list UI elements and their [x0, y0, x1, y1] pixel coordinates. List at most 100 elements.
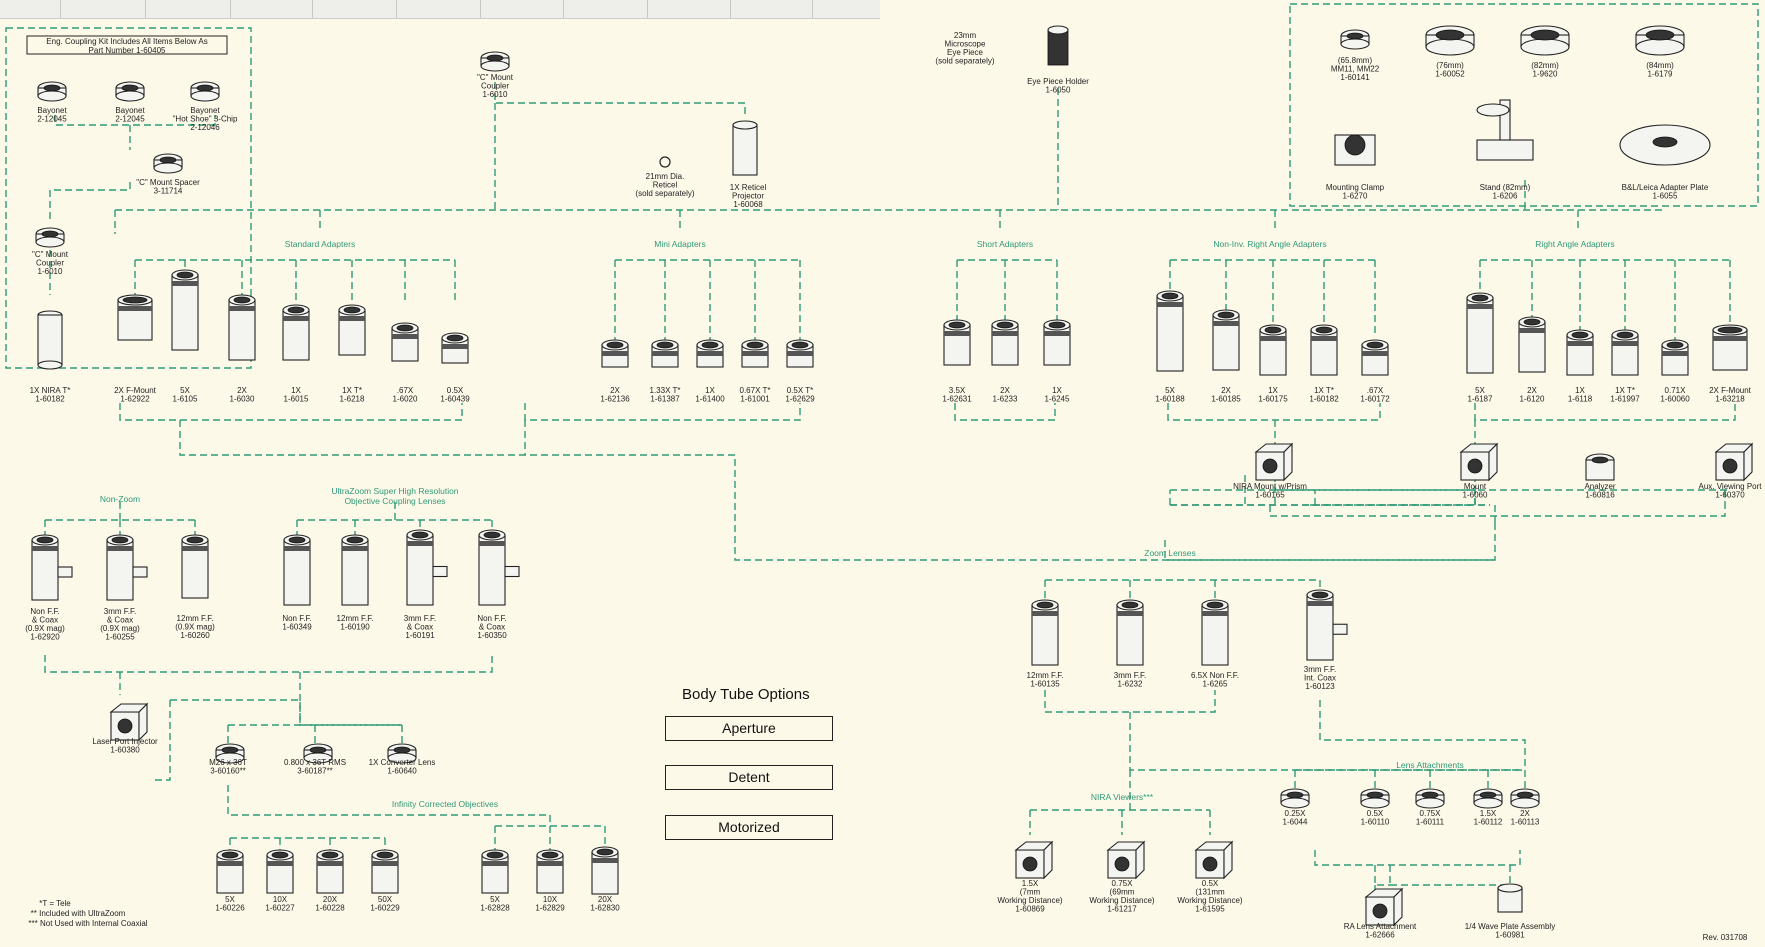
retproj-caption-line: Projector [732, 192, 764, 201]
z4-caption-line: 3mm F.F. [1304, 665, 1336, 674]
sh2-caption-line: 1-6233 [993, 395, 1018, 404]
laser-caption-line: 1-60380 [110, 746, 140, 755]
nz3-caption-line: 1-60260 [180, 631, 210, 640]
nz2-caption-line: 1-60255 [105, 633, 135, 642]
r6-caption-line: 1-63218 [1715, 395, 1745, 404]
analyzer-caption-line: 1-60816 [1585, 491, 1615, 500]
n1-caption-line: 1-60188 [1155, 395, 1185, 404]
v1-caption-line: 1.5X [1022, 879, 1039, 888]
footnote-1: *T = Tele [39, 899, 71, 908]
cmount1-caption-line: Coupler [481, 82, 509, 91]
v2-caption-line: 0.75X [1112, 879, 1134, 888]
aperture-button[interactable]: Aperture [665, 716, 833, 741]
uz1-part-icon [283, 534, 311, 606]
r5-caption-line: 0.71X [1665, 386, 1687, 395]
nz1-caption-line: 1-62920 [30, 633, 60, 642]
la3-caption-line: 0.75X [1420, 809, 1442, 818]
nz3-caption-line: 12mm F.F. [177, 614, 214, 623]
m1-caption-line: MM11, MM22 [1331, 65, 1380, 74]
s2-part-icon [171, 269, 199, 351]
o4-part-icon [371, 849, 399, 894]
rms-caption-line: 0.800 x 36T RMS [284, 758, 346, 767]
group-label-short: Short Adapters [977, 239, 1033, 249]
footnote-2: ** Included with UltraZoom [31, 909, 126, 918]
r2-caption-line: 1-6120 [1520, 395, 1545, 404]
z1-caption-line: 12mm F.F. [1027, 671, 1064, 680]
cmount2-caption-line: "C" Mount [32, 250, 69, 259]
group-label-lensatt: Lens Attachments [1396, 760, 1464, 770]
uz3-caption-line: 3mm F.F. [404, 614, 436, 623]
r3-part-icon [1566, 329, 1594, 376]
m5-caption-line: 1-6270 [1343, 192, 1368, 201]
nz2-caption-line: (0.9X mag) [100, 624, 140, 633]
body-tube-options-title: Body Tube Options [682, 686, 810, 703]
r4-caption-line: 1-61997 [1610, 395, 1640, 404]
conv-caption-line: 1-60640 [387, 767, 417, 776]
r1-caption-line: 1-6187 [1468, 395, 1493, 404]
z3-part-icon [1201, 599, 1229, 666]
nz2-caption-line: 3mm F.F. [104, 607, 136, 616]
ralens-caption-line: 1-62666 [1365, 931, 1395, 940]
n4-part-icon [1310, 324, 1338, 376]
bay3-caption-line: Bayonet [190, 106, 220, 115]
nz2-part-icon [106, 534, 148, 601]
r1-part-icon [1466, 292, 1494, 374]
auxview-caption-line: Aux. Viewing Port [1699, 482, 1763, 491]
mi2-part-icon [651, 339, 679, 368]
z2-part-icon [1116, 599, 1144, 666]
group-label-ultrazoom-2: Objective Coupling Lenses [344, 496, 445, 506]
n3-caption-line: 1X [1268, 386, 1278, 395]
o6-caption-line: 10X [543, 895, 558, 904]
detent-button[interactable]: Detent [665, 765, 833, 790]
o7-part-icon [591, 846, 619, 895]
m4-caption-line: (84mm) [1646, 61, 1674, 70]
uz3-part-icon [406, 529, 448, 606]
nz1-part-icon [31, 534, 73, 601]
sh2-part-icon [991, 319, 1019, 366]
nz1-caption-line: Non F.F. [30, 607, 59, 616]
la2-caption-line: 1-60110 [1361, 818, 1390, 827]
o1-caption-line: 1-60226 [215, 904, 245, 913]
motorized-button[interactable]: Motorized [665, 815, 833, 840]
mi5-caption-line: 0.5X T* [787, 386, 814, 395]
spacer-caption-line: 3-11714 [154, 187, 183, 196]
mount-caption-line: Mount [1464, 482, 1487, 491]
n5-caption-line: .67X [1367, 386, 1384, 395]
auxview-caption-line: 1-60370 [1715, 491, 1745, 500]
group-label-mini: Mini Adapters [654, 239, 706, 249]
z2-caption-line: 1-6232 [1118, 680, 1143, 689]
la1-caption-line: 0.25X [1285, 809, 1307, 818]
bay3-caption-line: "Hot Shoe" 3-Chip [173, 115, 238, 124]
bay2-caption-line: 2-12045 [115, 115, 145, 124]
o5-caption-line: 5X [490, 895, 500, 904]
analyzer-caption-line: Analyzer [1584, 482, 1615, 491]
s4-part-icon [282, 304, 310, 361]
o2-caption-line: 1-60227 [265, 904, 295, 913]
cmount2-caption-line: 1-6010 [38, 267, 63, 276]
r2-caption-line: 2X [1527, 386, 1537, 395]
eyepiece-caption-line: Eye Piece [947, 48, 984, 57]
group-label-standard: Standard Adapters [285, 239, 355, 249]
r5-part-icon [1661, 339, 1689, 376]
spacer-caption-line: "C" Mount Spacer [136, 178, 200, 187]
mount-caption-line: 1-6060 [1463, 491, 1488, 500]
mi1-caption-line: 2X [610, 386, 620, 395]
r1-caption-line: 5X [1475, 386, 1485, 395]
bay3-caption-line: 2-12046 [190, 123, 220, 132]
r5-caption-line: 1-60060 [1660, 395, 1690, 404]
cmount2-caption-line: Coupler [36, 259, 64, 268]
eng-coupling-kit-frame [5, 27, 252, 369]
uz2-caption-line: 12mm F.F. [337, 614, 374, 623]
retproj-caption-line: 1-60068 [733, 200, 763, 209]
reticle-caption-line: Reticel [653, 181, 678, 190]
s6-caption-line: 1-6020 [393, 395, 418, 404]
wave-caption-line: 1-60981 [1495, 931, 1525, 940]
group-label-rightangle: Right Angle Adapters [1535, 239, 1614, 249]
s1-caption-line: 1-62922 [120, 395, 150, 404]
sh3-part-icon [1043, 319, 1071, 366]
connector-lines [44, 82, 1736, 892]
z1-caption-line: 1-60135 [1030, 680, 1060, 689]
o2-part-icon [266, 849, 294, 894]
la5-caption-line: 2X [1520, 809, 1530, 818]
